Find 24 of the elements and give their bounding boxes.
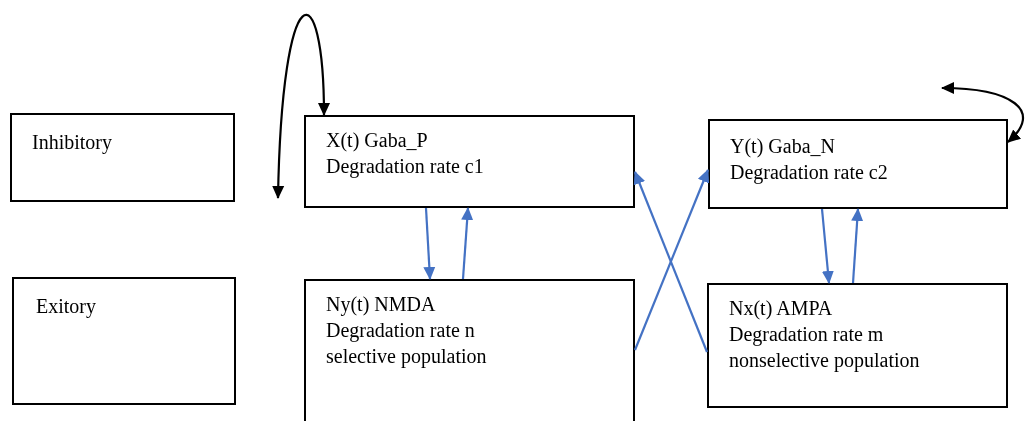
box-text: Degradation rate n <box>326 318 476 343</box>
box-text: X(t) Gaba_P <box>326 128 429 153</box>
box-text: selective population <box>326 344 488 369</box>
box-text: Degradation rate c2 <box>730 160 889 185</box>
box-text: Degradation rate c1 <box>326 154 485 179</box>
box-text: Degradation rate m <box>729 322 885 347</box>
process-box <box>10 113 235 202</box>
process-box <box>708 119 1008 209</box>
process-box <box>304 279 635 421</box>
box-text: Inhibitory <box>32 130 113 155</box>
process-box <box>304 115 635 208</box>
arrow <box>941 82 1024 143</box>
arrow <box>423 207 436 280</box>
process-box <box>12 277 236 405</box>
arrow <box>272 14 330 199</box>
process-box <box>707 283 1008 408</box>
box-text: nonselective population <box>729 348 921 373</box>
arrow <box>820 208 834 284</box>
arrow <box>461 207 474 280</box>
box-text: Ny(t) NMDA <box>326 292 437 317</box>
box-text: Nx(t) AMPA <box>729 296 834 321</box>
box-text: Y(t) Gaba_N <box>730 134 836 159</box>
box-text: Exitory <box>36 294 97 319</box>
arrow <box>851 208 864 284</box>
